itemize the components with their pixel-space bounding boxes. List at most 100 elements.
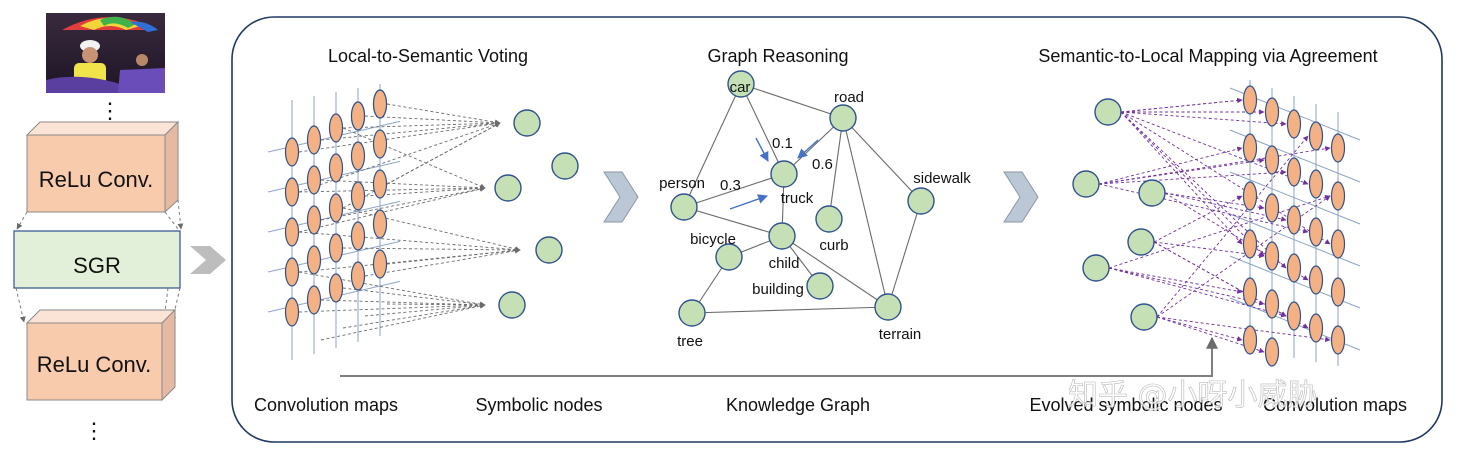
graph-node-curb (815, 205, 843, 233)
voting-arrow (298, 302, 486, 313)
graph-edge (740, 83, 785, 175)
voting-arrow (342, 120, 501, 129)
conv-unit (1242, 277, 1258, 307)
conv-unit (1330, 133, 1346, 163)
conv-unit (350, 261, 366, 291)
weight-label-person-truck: 0.3 (720, 177, 741, 194)
title-local-to-semantic-voting: Local-to-Semantic Voting (328, 46, 528, 66)
knowledge-graph-nodes (670, 70, 935, 327)
voting-arrow (320, 186, 486, 221)
title-graph-reasoning: Graph Reasoning (707, 46, 848, 66)
voting-arrow (298, 121, 501, 153)
label-convolution-maps-left: Convolution maps (254, 395, 398, 415)
graph-edge (683, 83, 742, 208)
voting-arrow (342, 207, 521, 252)
node-label-sidewalk: sidewalk (913, 170, 971, 187)
graph-node-building (806, 272, 834, 300)
graph-edge (740, 83, 844, 119)
conv-unit (1264, 193, 1280, 223)
voting-arrow (342, 247, 521, 253)
conv-unit (328, 153, 344, 183)
conv-unit (1286, 157, 1302, 187)
graph-node-person (670, 193, 698, 221)
symbolic-node (494, 174, 522, 202)
conv-unit (372, 249, 388, 279)
symbolic-node (535, 236, 563, 264)
node-label-building: building (752, 281, 804, 298)
mapping-arrow (1120, 111, 1287, 269)
label-knowledge-graph: Knowledge Graph (726, 395, 870, 415)
block-to-sgr-connectors (16, 199, 184, 230)
conv-unit (1242, 85, 1258, 115)
sgr-block (13, 230, 181, 289)
voting-arrow (298, 186, 486, 233)
mapping-arrow (1108, 267, 1265, 306)
relu-conv-block-bottom (25, 308, 177, 402)
label-symbolic-nodes: Symbolic nodes (475, 395, 602, 415)
mapping-arrow (1153, 241, 1265, 259)
mapping-arrow (1098, 146, 1243, 185)
graph-node-car (727, 70, 755, 98)
conv-unit (328, 233, 344, 263)
symbolic-node (513, 109, 541, 137)
node-label-curb: curb (819, 237, 848, 254)
conv-unit (284, 297, 300, 327)
conv-unit (1286, 205, 1302, 235)
mapping-arrow (1153, 241, 1309, 329)
conv-unit (284, 217, 300, 247)
conv-unit (1286, 301, 1302, 331)
conv-unit (284, 177, 300, 207)
conv-unit (328, 273, 344, 303)
voting-arrows (298, 103, 521, 341)
evolved-node (1082, 254, 1110, 282)
node-label-tree: tree (677, 333, 703, 350)
conv-unit (372, 169, 388, 199)
mapping-arrow (1120, 111, 1287, 127)
conv-unit (1264, 241, 1280, 271)
graph-edge (683, 173, 785, 208)
conv-unit (1242, 325, 1258, 355)
conv-unit (328, 193, 344, 223)
label-convolution-maps-right: Convolution maps (1263, 395, 1407, 415)
symbolic-nodes (494, 109, 579, 319)
graph-to-mapping-chevron (1003, 171, 1039, 223)
conv-unit (372, 89, 388, 119)
weight-arrows (729, 137, 819, 210)
graph-node-sidewalk (907, 187, 935, 215)
conv-unit (1264, 337, 1280, 367)
conv-unit (1242, 133, 1258, 163)
conv-unit (306, 205, 322, 235)
graph-edge (683, 206, 783, 237)
skip-connection-arrow (340, 336, 1218, 377)
node-label-road: road (834, 89, 864, 106)
voting-arrow (342, 287, 486, 308)
conv-unit (350, 221, 366, 251)
voting-arrow (320, 179, 486, 191)
graph-edge (842, 117, 922, 202)
graph-edge (887, 200, 922, 308)
graph-node-tree (678, 299, 706, 327)
conv-unit (284, 137, 300, 167)
mapping-arrow (1156, 316, 1243, 342)
node-label-terrain: terrain (879, 326, 922, 343)
symbolic-node (551, 152, 579, 180)
conv-unit (1308, 313, 1324, 343)
graph-edge (842, 117, 889, 308)
stack-to-panel-chevron (190, 246, 226, 274)
graph-node-child (768, 222, 796, 250)
voting-arrow (298, 247, 521, 273)
evolved-node (1127, 228, 1155, 256)
node-label-truck: truck (781, 190, 814, 207)
mapping-arrow (1120, 97, 1243, 113)
graph-edge (691, 306, 889, 314)
conv-unit (306, 125, 322, 155)
relu-conv-label-bottom: ReLu Conv. (37, 352, 152, 377)
weight-label-car-truck: 0.1 (772, 135, 793, 152)
graph-edge (781, 235, 889, 308)
conv-unit (1330, 181, 1346, 211)
conv-unit (1242, 229, 1258, 259)
mapping-arrow (1120, 111, 1243, 245)
graph-node-road (829, 104, 857, 132)
voting-arrow (386, 122, 501, 185)
conv-unit (1330, 277, 1346, 307)
